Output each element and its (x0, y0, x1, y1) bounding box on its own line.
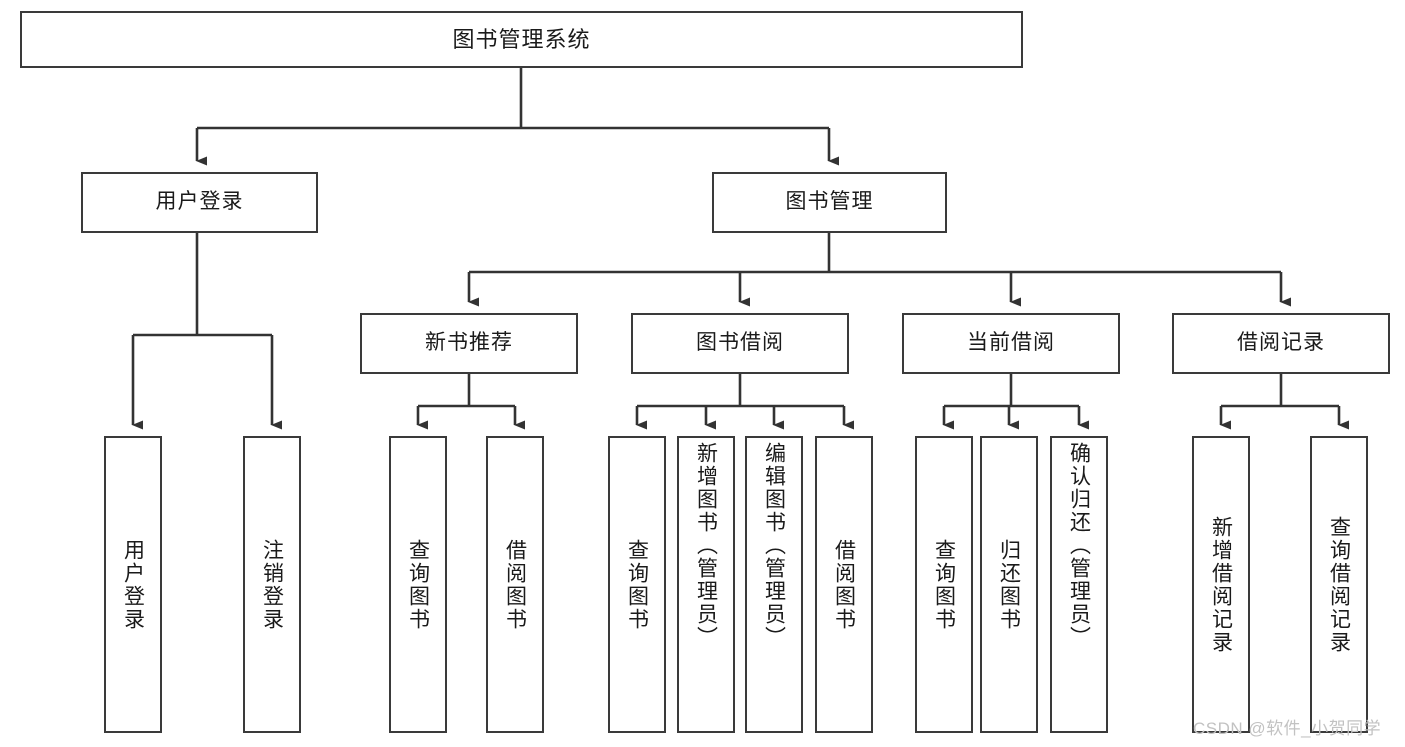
node-label: 图书管理 (785, 190, 874, 214)
node-leaf-query-book-borrow[interactable]: 查询图书 (608, 436, 666, 733)
node-label: 查询借阅记录 (1327, 515, 1351, 654)
node-label: 借阅图书 (503, 538, 527, 631)
node-leaf-add-borrow-record[interactable]: 新增借阅记录 (1192, 436, 1250, 733)
node-label: 新书推荐 (425, 331, 513, 355)
node-leaf-user-login[interactable]: 用户登录 (104, 436, 162, 733)
node-leaf-query-book-recommend[interactable]: 查询图书 (389, 436, 447, 733)
node-leaf-confirm-return-admin[interactable]: 确认归还（管理员） (1050, 436, 1108, 733)
node-leaf-query-book-current[interactable]: 查询图书 (915, 436, 973, 733)
node-leaf-edit-book-admin[interactable]: 编辑图书（管理员） (745, 436, 803, 733)
node-label: 新增图书（管理员） (694, 442, 718, 649)
node-label: 图书借阅 (696, 331, 784, 355)
node-label: 注销登录 (260, 538, 284, 631)
node-label: 用户登录 (155, 190, 244, 214)
node-leaf-query-borrow-record[interactable]: 查询借阅记录 (1310, 436, 1368, 733)
node-current-borrow[interactable]: 当前借阅 (902, 313, 1120, 374)
node-label: 查询图书 (932, 538, 956, 631)
node-leaf-borrow-book-recommend[interactable]: 借阅图书 (486, 436, 544, 733)
node-label: 查询图书 (406, 538, 430, 631)
node-label: 归还图书 (997, 538, 1021, 631)
node-leaf-add-book-admin[interactable]: 新增图书（管理员） (677, 436, 735, 733)
node-label: 当前借阅 (967, 331, 1055, 355)
node-leaf-borrow-book[interactable]: 借阅图书 (815, 436, 873, 733)
node-label: 编辑图书（管理员） (762, 442, 786, 649)
node-leaf-return-book[interactable]: 归还图书 (980, 436, 1038, 733)
node-book-management[interactable]: 图书管理 (712, 172, 947, 233)
node-new-book-recommend[interactable]: 新书推荐 (360, 313, 578, 374)
watermark: CSDN @软件_小贺同学 (1193, 719, 1382, 738)
node-borrow-record[interactable]: 借阅记录 (1172, 313, 1390, 374)
node-label: 借阅记录 (1237, 331, 1325, 355)
node-root-book-management-system[interactable]: 图书管理系统 (20, 11, 1023, 68)
node-label: 用户登录 (121, 538, 145, 631)
node-user-login[interactable]: 用户登录 (81, 172, 318, 233)
node-book-borrow[interactable]: 图书借阅 (631, 313, 849, 374)
node-label: 新增借阅记录 (1209, 515, 1233, 654)
node-label: 图书管理系统 (452, 26, 591, 52)
node-label: 查询图书 (625, 538, 649, 631)
node-label: 确认归还（管理员） (1067, 442, 1091, 649)
node-leaf-logout[interactable]: 注销登录 (243, 436, 301, 733)
node-label: 借阅图书 (832, 538, 856, 631)
